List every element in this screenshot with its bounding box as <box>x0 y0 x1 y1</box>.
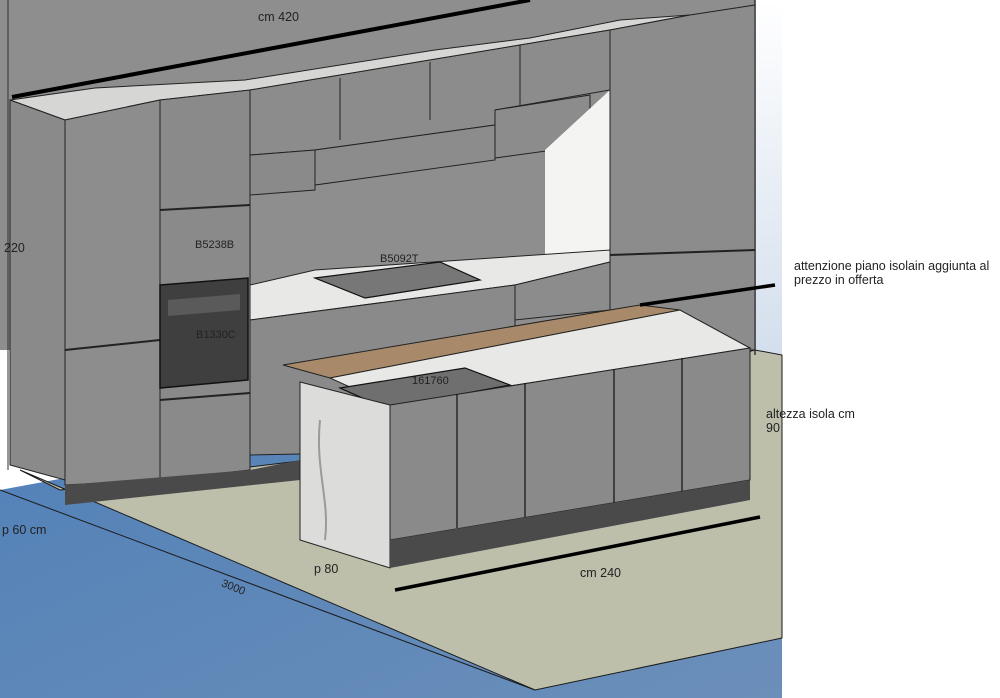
note-island-height-line2: 90 <box>766 421 780 435</box>
dimension-left-height: 220 <box>4 241 25 255</box>
dimension-island-depth: p 80 <box>314 562 339 576</box>
note-island-height: altezza isola cm 90 <box>766 407 855 435</box>
note-island-height-line1: altezza isola cm <box>766 407 855 421</box>
island-marble-side <box>299 381 391 569</box>
note-island-top: attenzione piano isolain aggiunta al pre… <box>794 259 989 287</box>
dimension-island-width: cm 240 <box>580 566 621 580</box>
tall-unit-left <box>9 99 66 481</box>
microwave-code: B5238B <box>195 239 234 251</box>
dim-line-420 <box>11 0 531 99</box>
dimension-left-depth: p 60 cm <box>2 523 47 537</box>
note-island-top-line2: prezzo in offerta <box>794 273 884 287</box>
sink-code: 161760 <box>412 375 449 387</box>
oven-code: B1330C <box>196 329 236 341</box>
dim-line-note <box>639 283 776 307</box>
dim-line-240 <box>394 515 761 592</box>
note-island-top-line1: attenzione piano isolain aggiunta al <box>794 259 990 273</box>
hob <box>312 261 483 299</box>
dimension-top-width: cm 420 <box>258 10 299 24</box>
hob-code: B5092T <box>380 253 419 265</box>
